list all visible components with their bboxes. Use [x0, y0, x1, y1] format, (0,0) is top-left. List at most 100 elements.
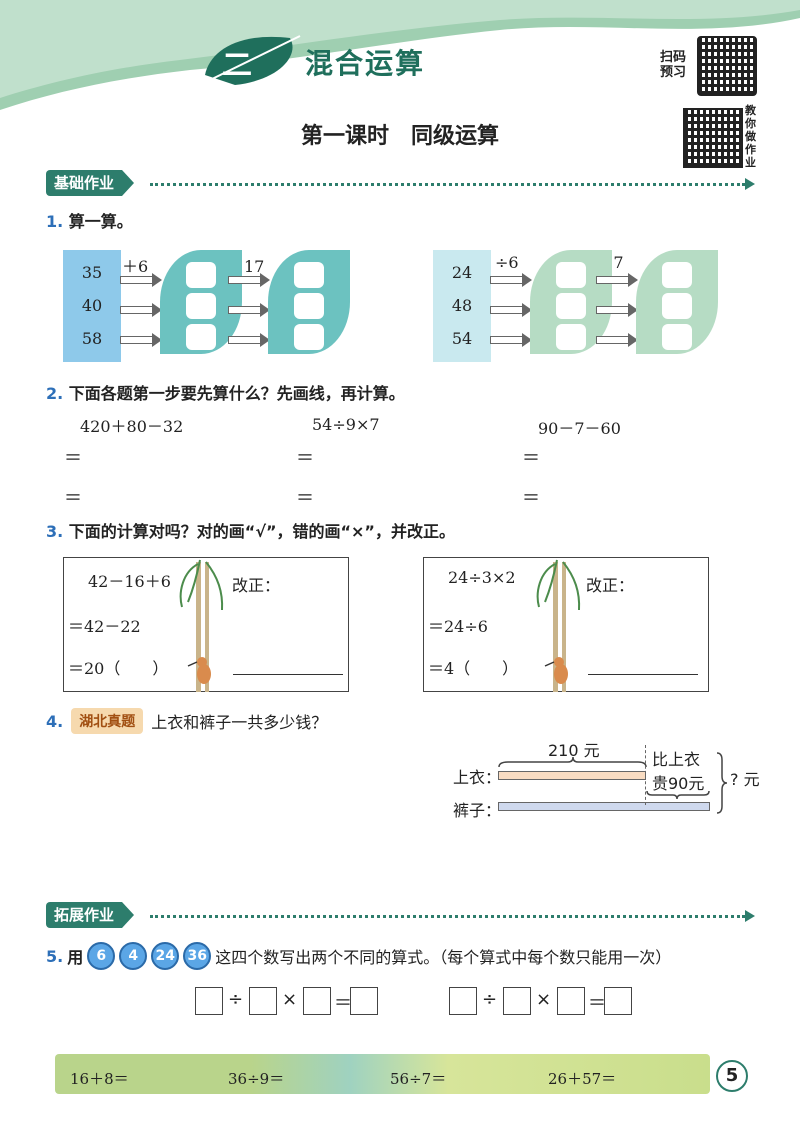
arrow-icon: [490, 276, 524, 284]
more-label: 贵90元: [652, 774, 705, 793]
arrow-icon: [490, 336, 524, 344]
answer-slot[interactable]: [294, 324, 324, 350]
arrow-head-icon: [260, 303, 270, 317]
arrow-icon: [228, 306, 262, 314]
arrow-right-icon: [745, 910, 755, 922]
expression: ＝24÷6: [428, 617, 488, 636]
operator-symbol: ＝: [334, 993, 352, 1014]
operator-label: ÷6: [495, 253, 519, 272]
footer-band: [55, 1054, 710, 1094]
tree-bird-illustration: [179, 559, 224, 692]
arrow-head-icon: [260, 333, 270, 347]
shirt-bar: [498, 771, 646, 780]
arrow-head-icon: [628, 273, 638, 287]
equals-sign: ＝: [522, 448, 540, 469]
arrow-head-icon: [522, 303, 532, 317]
section-divider: [150, 915, 745, 918]
brace-icon: [646, 790, 710, 800]
expression: 90－7－60: [538, 419, 621, 438]
page-number: 5: [716, 1060, 748, 1092]
footer-expression: 36÷9＝: [228, 1070, 285, 1088]
answer-slot[interactable]: [556, 293, 586, 319]
number: 54: [451, 329, 473, 348]
answer-slot[interactable]: [294, 262, 324, 288]
answer-box[interactable]: [350, 987, 378, 1015]
answer-mark-field[interactable]: ＝20（ ）: [68, 659, 169, 678]
number-bubble: 36: [183, 942, 212, 970]
operator-symbol: ×: [282, 989, 298, 1010]
arrow-icon: [228, 276, 262, 284]
operator-label: ＋6: [122, 257, 149, 276]
q4-title: 4. 湖北真题 上衣和裤子一共多少钱？: [46, 708, 327, 734]
expression: ＝42－22: [68, 617, 141, 636]
tree-bird-illustration: [536, 559, 581, 692]
pants-label: 裤子：: [453, 801, 502, 820]
number: 35: [81, 263, 103, 282]
equals-sign: ＝: [64, 448, 82, 469]
number-box: [433, 250, 491, 362]
arrow-icon: [120, 336, 154, 344]
q3-title: 3. 下面的计算对吗？对的画“√”，错的画“×”，并改正。: [46, 518, 455, 542]
footer-expression: 26＋57＝: [548, 1070, 617, 1088]
source-badge: 湖北真题: [71, 708, 144, 734]
pants-bar: [498, 802, 710, 811]
answer-slot[interactable]: [556, 262, 586, 288]
answer-slot[interactable]: [556, 324, 586, 350]
answer-box[interactable]: [503, 987, 531, 1015]
qr-code-icon[interactable]: [697, 36, 757, 96]
dashed-divider: [645, 745, 646, 805]
q1-title: 1. 算一算。: [46, 208, 133, 232]
q3-number: 3.: [46, 522, 64, 541]
qr-code-icon[interactable]: [683, 108, 743, 168]
answer-box[interactable]: [249, 987, 277, 1015]
answer-slot[interactable]: [186, 293, 216, 319]
operator-symbol: ×: [536, 989, 552, 1010]
footer-expression: 56÷7＝: [390, 1070, 447, 1088]
answer-box[interactable]: [449, 987, 477, 1015]
operator-symbol: ÷: [482, 989, 498, 1010]
q5-text: 这四个数写出两个不同的算式。（每个算式中每个数只能用一次）: [215, 948, 672, 967]
q5-number: 5.: [46, 946, 64, 966]
q2-text: 下面各题第一步要先算什么？先画线，再计算。: [68, 384, 405, 403]
answer-slot[interactable]: [662, 293, 692, 319]
brace-icon: [716, 752, 728, 814]
section-tag-basic: 基础作业: [46, 170, 135, 196]
chapter-number: 二: [222, 48, 252, 83]
answer-box[interactable]: [303, 987, 331, 1015]
shirt-price-label: 210 元: [548, 741, 600, 760]
brace-icon: [498, 756, 647, 768]
correction-label: 改正：: [586, 576, 635, 595]
q1-text: 算一算。: [68, 212, 133, 231]
arrow-head-icon: [152, 303, 162, 317]
answer-box[interactable]: [195, 987, 223, 1015]
arrow-head-icon: [628, 303, 638, 317]
equals-sign: ＝: [522, 488, 540, 509]
arrow-icon: [490, 306, 524, 314]
number: 40: [81, 296, 103, 315]
section-divider: [150, 183, 745, 186]
answer-mark-field[interactable]: ＝4（ ）: [428, 659, 519, 678]
correction-line[interactable]: [233, 674, 343, 675]
arrow-head-icon: [152, 273, 162, 287]
number-bubble: 6: [87, 942, 116, 970]
answer-slot[interactable]: [294, 293, 324, 319]
answer-slot[interactable]: [186, 262, 216, 288]
arrow-head-icon: [522, 333, 532, 347]
scan-label: 扫码预习: [660, 50, 687, 80]
lesson-title: 第一课时 同级运算: [300, 124, 499, 149]
arrow-icon: [596, 336, 630, 344]
arrow-head-icon: [628, 333, 638, 347]
q2-number: 2.: [46, 384, 64, 403]
arrow-icon: [120, 276, 154, 284]
answer-box[interactable]: [604, 987, 632, 1015]
expression: 42－16＋6: [88, 572, 171, 591]
q5-title: 5. 用 6 4 24 36 这四个数写出两个不同的算式。（每个算式中每个数只能…: [46, 942, 671, 970]
answer-slot[interactable]: [186, 324, 216, 350]
q3-text: 下面的计算对吗？对的画“√”，错的画“×”，并改正。: [68, 522, 455, 541]
section-tag-extended: 拓展作业: [46, 902, 135, 928]
correction-line[interactable]: [588, 674, 698, 675]
answer-box[interactable]: [557, 987, 585, 1015]
answer-slot[interactable]: [662, 324, 692, 350]
equals-sign: ＝: [296, 488, 314, 509]
answer-slot[interactable]: [662, 262, 692, 288]
